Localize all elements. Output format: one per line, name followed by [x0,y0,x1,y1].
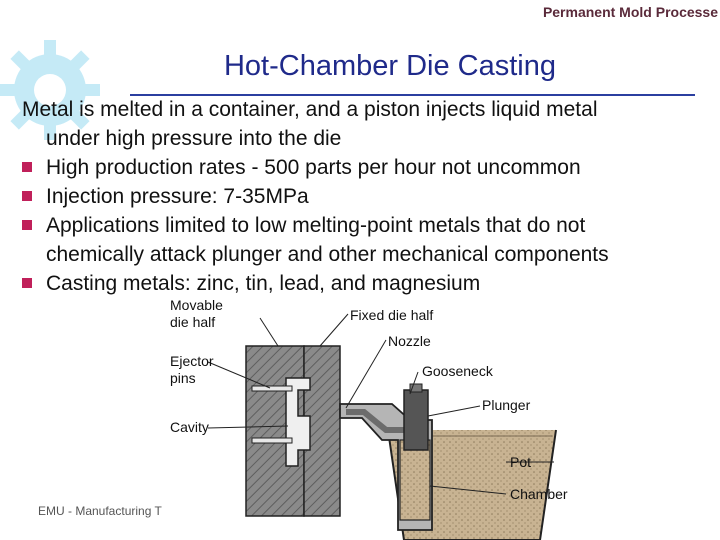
bullet-text: Injection pressure: 7-35MPa [46,185,309,208]
bullet-text-continued: chemically attack plunger and other mech… [46,243,609,266]
cavity-shape [285,377,311,467]
chamber [399,439,431,521]
title-underline [130,94,695,96]
label-fixed-die-half: Fixed die half [350,307,433,323]
label-movable-die-half: Movable [170,297,223,313]
square-bullet-icon [22,220,32,230]
label-pot: Pot [510,454,531,470]
ejector-pin [251,437,293,444]
bullet-list: High production rates - 500 parts per ho… [22,153,712,298]
label-ejector-pins: Ejector [170,353,214,369]
intro-line-2: under high pressure into the die [46,127,342,150]
bullet-item: Casting metals: zinc, tin, lead, and mag… [22,269,712,298]
intro-line-1: Metal is melted in a container, and a pi… [22,98,598,121]
label-movable-die-half-2: die half [170,314,215,330]
intro-paragraph: Metal is melted in a container, and a pi… [22,95,712,153]
label-nozzle: Nozzle [388,333,431,349]
slide-title: Hot-Chamber Die Casting [223,50,556,82]
square-bullet-icon [22,191,32,201]
section-label: Permanent Mold Processe [542,4,718,20]
bullet-text: High production rates - 500 parts per ho… [46,156,581,179]
square-bullet-icon [22,278,32,288]
square-bullet-icon [22,162,32,172]
bullet-item: High production rates - 500 parts per ho… [22,153,712,182]
gear-decoration-icon [0,40,100,140]
ejector-pin [251,385,293,392]
label-chamber: Chamber [510,486,568,502]
bullet-item: Injection pressure: 7-35MPa [22,182,712,211]
bullet-text: Applications limited to low melting‐poin… [46,214,586,237]
bullet-item: Applications limited to low melting‐poin… [22,211,712,269]
plunger [403,389,429,451]
label-plunger: Plunger [482,397,531,413]
bullet-text: Casting metals: zinc, tin, lead, and mag… [46,272,481,295]
label-ejector-pins-2: pins [170,370,196,386]
footer-text: EMU - Manufacturing T [38,504,162,518]
hot-chamber-diagram: Movable die half Fixed die half Nozzle E… [170,297,568,540]
label-cavity: Cavity [170,419,209,435]
label-gooseneck: Gooseneck [422,363,494,379]
